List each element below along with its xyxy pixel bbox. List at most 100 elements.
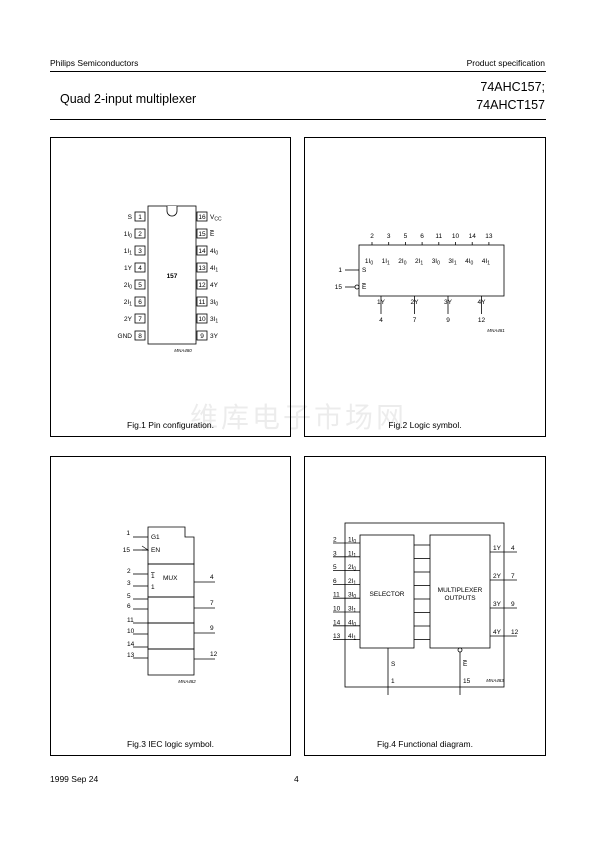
mux-cell-3 bbox=[147, 622, 195, 650]
pin-box bbox=[196, 228, 208, 239]
pin-number: 14 bbox=[469, 233, 477, 240]
fig3-code: MNA482 bbox=[178, 679, 196, 684]
pin-number: 4 bbox=[210, 574, 214, 581]
pin-box bbox=[196, 211, 208, 222]
pin-box bbox=[196, 279, 208, 290]
pin-number: 1 bbox=[126, 530, 130, 537]
inversion-bubble bbox=[354, 284, 360, 290]
pin-signal: 3I0 bbox=[210, 299, 218, 308]
pin-number: 9 bbox=[200, 333, 204, 340]
input-label: 1I1 bbox=[382, 258, 390, 267]
pin-box bbox=[134, 211, 146, 222]
input-label: 4I0 bbox=[465, 258, 473, 267]
multiplexer-label: MULTIPLEXER bbox=[438, 587, 483, 594]
pin-number: 4 bbox=[138, 265, 142, 272]
fig1-caption: Fig.1 Pin configuration. bbox=[127, 420, 214, 430]
pin-signal: 4I0 bbox=[210, 248, 218, 257]
input-label: 3I1 bbox=[448, 258, 456, 267]
mux-cell-4 bbox=[147, 648, 195, 676]
input-label: 1I0 bbox=[348, 537, 356, 546]
inversion-bubble bbox=[457, 647, 463, 653]
pin-number: 5 bbox=[333, 564, 337, 571]
pin-number: 8 bbox=[138, 333, 142, 340]
page-number: 4 bbox=[294, 774, 299, 784]
pin-number: 2 bbox=[138, 231, 142, 238]
pin-number: 15 bbox=[123, 547, 131, 554]
pin-number: 3 bbox=[138, 248, 142, 255]
pin-number: 13 bbox=[333, 633, 341, 640]
pin1-notch bbox=[166, 206, 178, 217]
enable-label: E bbox=[463, 661, 468, 668]
control-block bbox=[147, 526, 195, 565]
part-number-line2: 74AHCT157 bbox=[476, 98, 545, 112]
pin-number: 10 bbox=[452, 233, 460, 240]
outer-frame bbox=[344, 522, 505, 688]
input-label: 3I0 bbox=[348, 592, 356, 601]
input-label: 2I1 bbox=[348, 578, 356, 587]
pin-number: 5 bbox=[127, 593, 131, 600]
pin-signal: GND bbox=[118, 333, 133, 340]
pin-signal: 1I1 bbox=[124, 248, 132, 257]
pin-box bbox=[196, 262, 208, 273]
input-label: 4I0 bbox=[348, 619, 356, 628]
fig3-caption: Fig.3 IEC logic symbol. bbox=[127, 739, 214, 749]
pin-number: 6 bbox=[138, 299, 142, 306]
header-rule-bottom bbox=[50, 119, 546, 120]
input-label: 3I0 bbox=[432, 258, 440, 267]
select-label: 1 bbox=[151, 573, 155, 580]
pin-signal: 3Y bbox=[210, 333, 219, 340]
input-label: E bbox=[362, 284, 367, 291]
fig2-caption: Fig.2 Logic symbol. bbox=[388, 420, 462, 430]
pin-box bbox=[196, 330, 208, 341]
pin-signal: 3I1 bbox=[210, 316, 218, 325]
output-label: 4Y bbox=[493, 629, 502, 636]
input-label: 4I1 bbox=[482, 258, 490, 267]
document-type: Product specification bbox=[466, 58, 545, 68]
pin-box bbox=[134, 262, 146, 273]
pin-number: 14 bbox=[198, 248, 206, 255]
negation-indicator bbox=[141, 545, 150, 551]
pin-box bbox=[196, 245, 208, 256]
pin-signal: VCC bbox=[210, 214, 222, 223]
header-rule-top bbox=[50, 71, 546, 72]
pin-number: 15 bbox=[335, 284, 343, 291]
input-label: 1I1 bbox=[348, 550, 356, 559]
pin-number: 1 bbox=[138, 214, 142, 221]
pin-number: 7 bbox=[511, 573, 515, 580]
pin-number: 14 bbox=[127, 641, 135, 648]
pin-number: 9 bbox=[511, 601, 515, 608]
pin-number: 7 bbox=[413, 317, 417, 324]
input-label: S bbox=[362, 267, 367, 274]
pin-number: 11 bbox=[127, 617, 134, 624]
pin-number: 10 bbox=[198, 316, 206, 323]
pin-number: 2 bbox=[127, 568, 131, 575]
pin-number: 13 bbox=[198, 265, 206, 272]
pin-number: 6 bbox=[333, 578, 337, 585]
fig4-code: MNA483 bbox=[486, 678, 504, 683]
page-title: Quad 2-input multiplexer bbox=[60, 92, 197, 106]
pin-signal: 4I1 bbox=[210, 265, 218, 274]
pin-number: 2 bbox=[333, 537, 337, 544]
multiplexer-label: OUTPUTS bbox=[444, 595, 476, 602]
select-label: 1 bbox=[151, 584, 155, 591]
pin-number: 11 bbox=[199, 299, 206, 306]
pin-signal: S bbox=[128, 214, 133, 221]
pin-box bbox=[196, 296, 208, 307]
input-label: 3I1 bbox=[348, 606, 356, 615]
input-label: 2I0 bbox=[398, 258, 406, 267]
pin-number: 14 bbox=[333, 619, 341, 626]
pin-signal: E bbox=[210, 231, 215, 238]
pin-box bbox=[134, 279, 146, 290]
pin-number: 15 bbox=[463, 678, 471, 685]
pin-number: 10 bbox=[333, 606, 341, 613]
pin-number: 12 bbox=[210, 651, 218, 658]
fig4-caption: Fig.4 Functional diagram. bbox=[377, 739, 473, 749]
pin-signal: 2I1 bbox=[124, 299, 132, 308]
pin-number: 12 bbox=[198, 282, 206, 289]
selector-label: SELECTOR bbox=[370, 591, 405, 598]
